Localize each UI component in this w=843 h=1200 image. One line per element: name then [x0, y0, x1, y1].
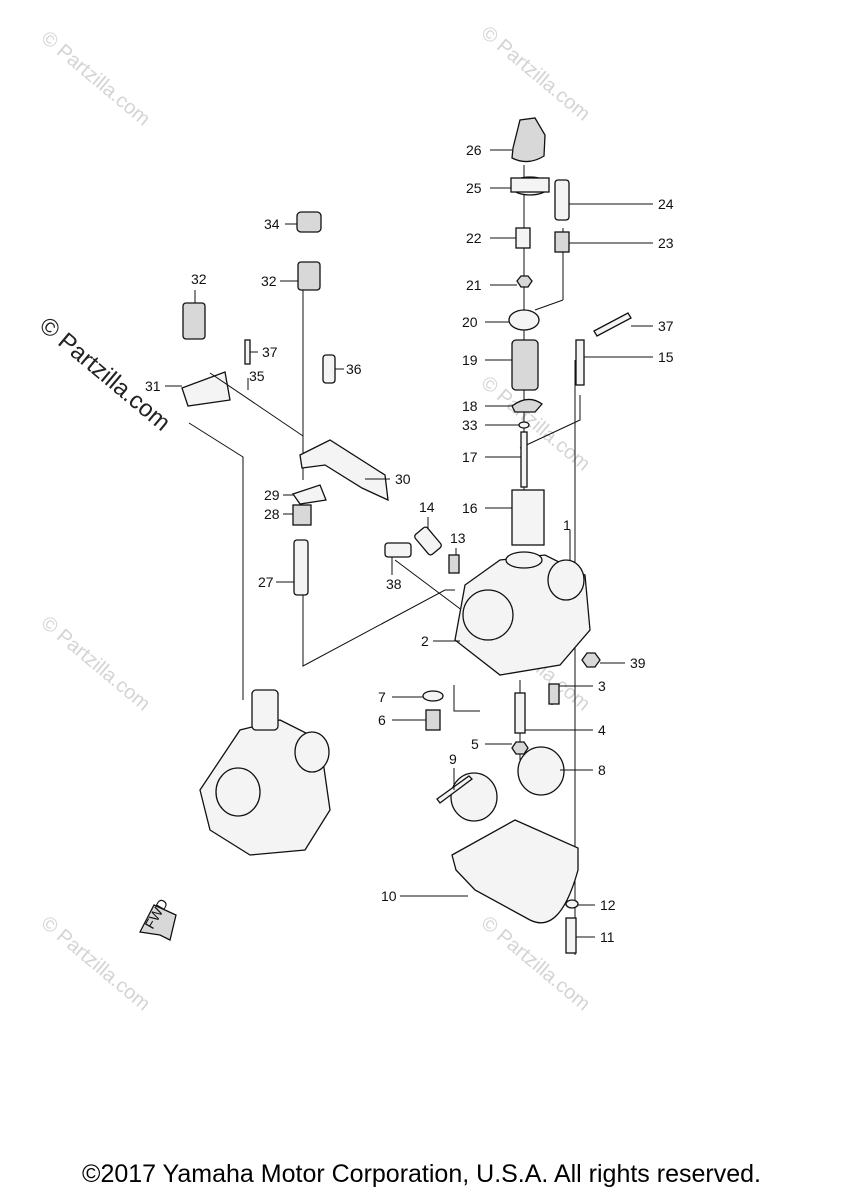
callout-14: 14: [419, 499, 435, 515]
lever-30: [299, 439, 389, 502]
throttle-valve-16: [511, 489, 545, 546]
part-drawings: FWD: [139, 117, 632, 954]
float-8-right: [517, 746, 565, 796]
callout-33: 33: [462, 417, 478, 433]
adjuster-32-right: [297, 261, 321, 291]
callout-36: 36: [346, 361, 362, 377]
nut-5: [511, 741, 529, 755]
ring-nut-25-body: [510, 177, 550, 193]
screw-11: [565, 917, 577, 954]
callout-28: 28: [264, 506, 280, 522]
screw-6: [425, 709, 441, 731]
callout-35: 35: [249, 368, 265, 384]
screw-36: [322, 354, 336, 384]
float-chamber-10: [451, 819, 579, 924]
spring-28: [292, 504, 312, 526]
callout-9: 9: [449, 751, 457, 767]
carb-intake-1: [462, 589, 514, 641]
needle-jet-4: [514, 692, 526, 734]
callout-30: 30: [395, 471, 411, 487]
callout-34: 34: [264, 216, 280, 232]
callout-37-left: 37: [262, 344, 278, 360]
callout-4: 4: [598, 722, 606, 738]
spring-23: [554, 231, 570, 253]
needle-17: [520, 431, 528, 488]
callout-19: 19: [462, 352, 478, 368]
callout-7: 7: [378, 689, 386, 705]
callout-17: 17: [462, 449, 478, 465]
assembled-carb-intake: [215, 767, 261, 817]
watermark: © Partzilla.com: [37, 27, 154, 130]
watermark: © Partzilla.com: [37, 612, 154, 715]
spring-13: [448, 554, 460, 574]
cap-26: [511, 117, 546, 163]
screw-14: [414, 526, 442, 556]
callout-27: 27: [258, 574, 274, 590]
callout-12: 12: [600, 897, 616, 913]
callout-8: 8: [598, 762, 606, 778]
callout-37: 37: [658, 318, 674, 334]
cap-20: [508, 309, 540, 331]
callout-24: 24: [658, 196, 674, 212]
collar-34: [296, 211, 322, 233]
callout-16: 16: [462, 500, 478, 516]
callout-10: 10: [381, 888, 397, 904]
plate-29: [291, 484, 327, 505]
pin-37-left: [244, 339, 251, 365]
copyright-notice: ©2017 Yamaha Motor Corporation, U.S.A. A…: [82, 1160, 761, 1188]
watermark: © Partzilla.com: [477, 22, 594, 125]
clip-18: [511, 398, 543, 413]
spring-19: [511, 339, 539, 391]
pin-37: [593, 312, 632, 337]
carb-top-1: [505, 551, 543, 569]
callout-21: 21: [466, 277, 482, 293]
washer-7: [422, 690, 444, 702]
callout-38: 38: [386, 576, 402, 592]
callouts: 1 2 3 4 5 6 7 8 9 10 11 12 13 14 15 16 1…: [145, 142, 674, 945]
washer-33: [518, 421, 530, 429]
callout-31: 31: [145, 378, 161, 394]
carb-outlet-1: [547, 559, 585, 601]
callout-1: 1: [563, 517, 571, 533]
callout-2: 2: [421, 633, 429, 649]
callout-26: 26: [466, 142, 482, 158]
callout-32-left: 32: [191, 271, 207, 287]
fwd-arrow-icon: [139, 904, 177, 941]
bracket-31: [181, 371, 231, 407]
callout-32: 32: [261, 273, 277, 289]
callout-22: 22: [466, 230, 482, 246]
starter-plunger-27: [293, 539, 309, 596]
callout-39: 39: [630, 655, 646, 671]
callout-5: 5: [471, 736, 479, 752]
callout-13: 13: [450, 530, 466, 546]
float-8-left: [450, 772, 498, 822]
watermark: © Partzilla.com: [37, 912, 154, 1015]
nut-39: [581, 652, 601, 668]
assembled-carb-outlet: [294, 731, 330, 773]
washer-12: [565, 899, 579, 909]
screw-24: [554, 179, 570, 221]
adjuster-22: [515, 227, 531, 249]
screw-38: [384, 542, 412, 558]
callout-6: 6: [378, 712, 386, 728]
assembled-carb-top: [251, 689, 279, 731]
watermark-side: © Partzilla.com: [34, 312, 175, 437]
callout-25: 25: [466, 180, 482, 196]
callout-3: 3: [598, 678, 606, 694]
callout-23: 23: [658, 235, 674, 251]
callout-11: 11: [600, 929, 615, 945]
shaft-35: [209, 372, 304, 437]
callout-18: 18: [462, 398, 478, 414]
plunger-15: [575, 339, 585, 386]
jet-3: [548, 683, 560, 705]
callout-15: 15: [658, 349, 674, 365]
adjuster-32-left: [182, 302, 206, 340]
callout-20: 20: [462, 314, 478, 330]
callout-29: 29: [264, 487, 280, 503]
nut-21: [516, 275, 533, 288]
leader-lines: [165, 149, 653, 938]
